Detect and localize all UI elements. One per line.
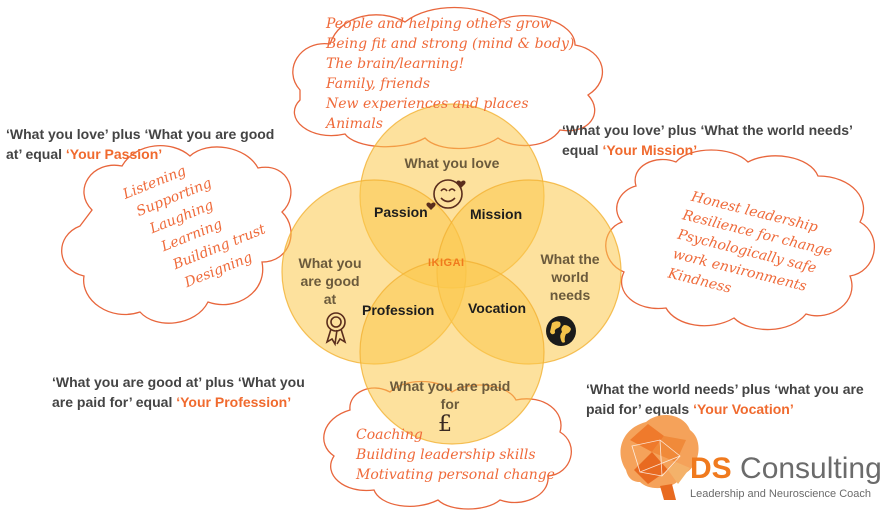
mission-overlap-label: Mission	[470, 206, 523, 222]
list-item: Being fit and strong (mind & body)	[326, 36, 575, 52]
ikigai-center-label: IKIGAI	[428, 257, 465, 269]
mission-caption: ‘What you love’ plus ‘What the world nee…	[562, 122, 853, 158]
globe-icon	[546, 316, 576, 346]
world-cloud-shape	[605, 149, 875, 331]
list-item: Coaching	[356, 427, 423, 443]
vocation-overlap-label: Vocation	[468, 300, 527, 316]
good-circle-label: What you are good at	[298, 255, 362, 307]
list-item: People and helping others grow	[326, 16, 552, 32]
list-item: New experiences and places	[326, 96, 529, 112]
paid-cloud-list: Coaching Building leadership skills Moti…	[356, 425, 555, 485]
list-item: Building leadership skills	[356, 447, 536, 463]
world-circle-label: What the world needs	[540, 251, 600, 303]
passion-overlap-label: Passion	[374, 204, 428, 220]
profession-overlap-label: Profession	[362, 302, 435, 318]
paid-circle-label: What you are paid for	[389, 378, 511, 412]
pound-sign-icon: £	[438, 412, 452, 437]
list-item: Animals	[326, 116, 383, 132]
love-cloud-list: People and helping others grow Being fit…	[326, 14, 574, 134]
brand-name: DS Consulting	[690, 452, 882, 485]
love-circle-label: What you love	[404, 155, 500, 171]
smiling-face-with-hearts-icon	[426, 179, 466, 210]
award-ribbon-icon	[325, 312, 347, 347]
list-item: The brain/learning!	[326, 56, 465, 72]
vocation-caption: ‘What the world needs’ plus ‘what you ar…	[586, 381, 864, 417]
paid-circle	[359, 259, 545, 445]
brand-tagline: Leadership and Neuroscience Coach	[690, 488, 872, 500]
list-item: Family, friends	[326, 76, 431, 92]
passion-caption: ‘What you love’ plus ‘What you are good …	[6, 126, 275, 162]
profession-caption: ‘What you are good at’ plus ‘What you ar…	[52, 374, 305, 410]
list-item: Motivating personal change	[356, 467, 555, 483]
